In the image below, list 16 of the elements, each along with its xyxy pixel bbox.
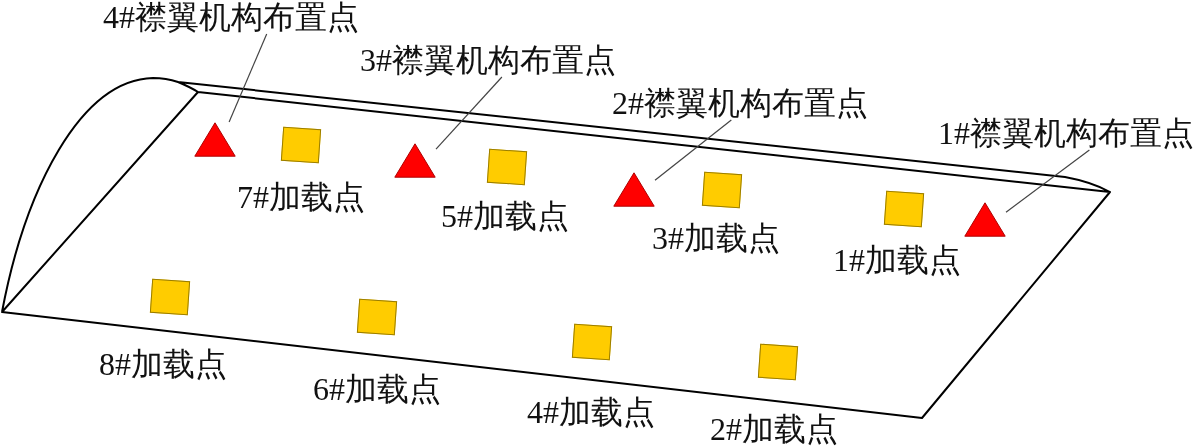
flap-point-label: 4#襟翼机构布置点 bbox=[103, 0, 359, 34]
load-point-label: 1#加载点 bbox=[833, 243, 961, 277]
leader-line bbox=[435, 76, 503, 150]
load-point-label: 6#加载点 bbox=[313, 372, 441, 406]
load-point-label: 5#加载点 bbox=[441, 199, 569, 233]
load-point-label: 8#加载点 bbox=[99, 347, 227, 381]
leader-line bbox=[228, 33, 268, 123]
flap-point-label: 2#襟翼机构布置点 bbox=[612, 86, 868, 120]
load-point-label: 2#加载点 bbox=[710, 412, 838, 446]
flap-point-label: 1#襟翼机构布置点 bbox=[938, 116, 1194, 150]
load-point-label: 3#加载点 bbox=[652, 221, 780, 255]
flap-point-label: 3#襟翼机构布置点 bbox=[360, 43, 616, 77]
leader-line bbox=[654, 119, 732, 181]
load-point-label: 7#加载点 bbox=[237, 180, 365, 214]
leader-line bbox=[1005, 149, 1090, 213]
load-point-label: 4#加载点 bbox=[527, 395, 655, 429]
